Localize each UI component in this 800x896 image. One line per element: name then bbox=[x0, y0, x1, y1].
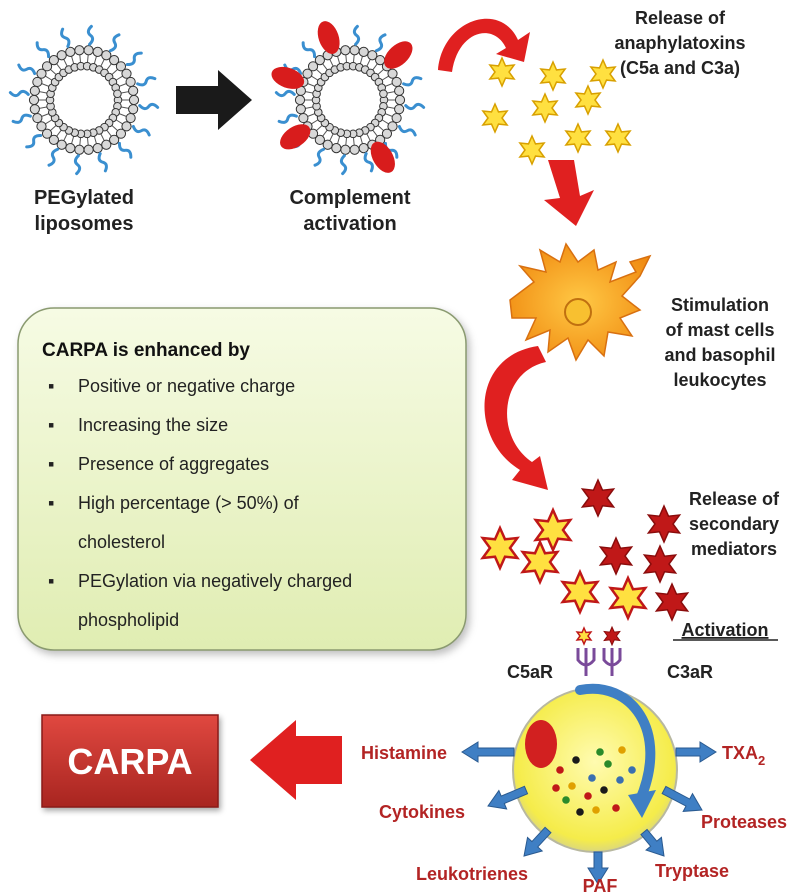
complement-label-1: Complement bbox=[289, 187, 410, 209]
stimulation-label-4: leukocytes bbox=[673, 370, 766, 390]
bullet-1: ▪ bbox=[48, 376, 54, 396]
tryptase-label: Tryptase bbox=[655, 861, 729, 881]
stimulation-label-1: Stimulation bbox=[671, 295, 769, 315]
complement-liposome-icon bbox=[271, 21, 426, 176]
bullet-5: ▪ bbox=[48, 571, 54, 591]
target-cell-icon bbox=[512, 683, 678, 853]
leukotrienes-label: Leukotrienes bbox=[416, 864, 528, 884]
pegylated-liposome-icon bbox=[8, 24, 160, 176]
bullet-4: ▪ bbox=[48, 493, 54, 513]
bullet-2: ▪ bbox=[48, 415, 54, 435]
c5ar-label: C5aR bbox=[507, 662, 553, 682]
stimulation-label-2: of mast cells bbox=[665, 320, 774, 340]
curved-red-arrow-2-icon bbox=[484, 346, 548, 490]
c3ar-label: C3aR bbox=[667, 662, 713, 682]
receptors-icon bbox=[576, 648, 622, 676]
left-red-arrow-icon bbox=[250, 720, 342, 800]
bullet-3: ▪ bbox=[48, 454, 54, 474]
cytokines-label: Cytokines bbox=[379, 802, 465, 822]
txa2-label: TXA2 bbox=[722, 743, 765, 768]
enhanced-item-5: PEGylation via negatively charged bbox=[78, 571, 352, 591]
stimulation-label-3: and basophil bbox=[664, 345, 775, 365]
enhanced-item-1: Positive or negative charge bbox=[78, 376, 295, 396]
release-anaphyl-label-3: (C5a and C3a) bbox=[620, 58, 740, 78]
carpa-label: CARPA bbox=[67, 741, 192, 782]
enhanced-item-5-cont: phospholipid bbox=[78, 610, 179, 630]
release-anaphyl-label-1: Release of bbox=[635, 8, 726, 28]
anaphylatoxin-stars bbox=[481, 56, 632, 166]
curved-red-arrow-icon bbox=[438, 18, 530, 72]
pegylated-label-2: liposomes bbox=[35, 213, 134, 235]
secondary-label-2: secondary bbox=[689, 514, 779, 534]
proteases-label: Proteases bbox=[701, 812, 787, 832]
pegylated-label-1: PEGylated bbox=[34, 187, 134, 209]
paf-label: PAF bbox=[583, 876, 618, 896]
histamine-label: Histamine bbox=[361, 743, 447, 763]
enhanced-item-4: High percentage (> 50%) of bbox=[78, 493, 300, 513]
enhanced-item-3: Presence of aggregates bbox=[78, 454, 269, 474]
carpa-box: CARPA bbox=[41, 714, 219, 808]
complement-label-2: activation bbox=[303, 213, 396, 235]
enhanced-item-4-cont: cholesterol bbox=[78, 532, 165, 552]
enhanced-by-box: CARPA is enhanced by ▪ Positive or negat… bbox=[17, 307, 467, 651]
enhanced-by-title: CARPA is enhanced by bbox=[42, 340, 250, 361]
secondary-mediator-stars bbox=[480, 478, 690, 647]
secondary-label-1: Release of bbox=[689, 489, 780, 509]
mast-cell-icon bbox=[509, 242, 652, 362]
activation-label: Activation bbox=[681, 620, 768, 640]
secondary-label-3: mediators bbox=[691, 539, 777, 559]
enhanced-item-2: Increasing the size bbox=[78, 415, 228, 435]
black-arrow-icon bbox=[176, 70, 252, 130]
mediator-arrows bbox=[461, 741, 717, 885]
release-anaphyl-label-2: anaphylatoxins bbox=[614, 33, 745, 53]
red-down-arrow-icon bbox=[544, 160, 594, 226]
